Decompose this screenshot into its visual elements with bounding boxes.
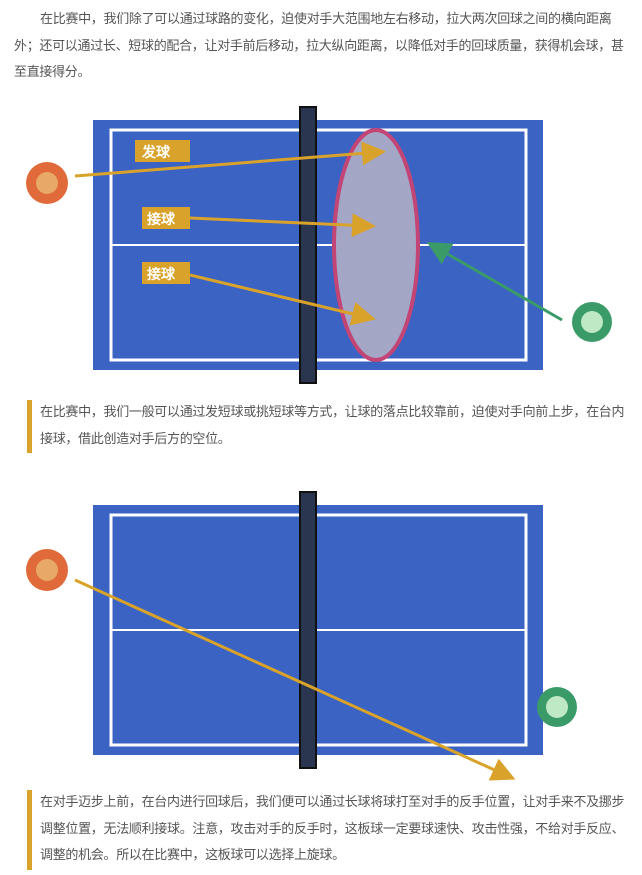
quote-1: 在比赛中，我们一般可以通过发短球或挑短球等方式，让球的落点比较靠前，迫使对手向前… — [27, 400, 630, 453]
long-ball-arrow — [74, 578, 516, 781]
net — [299, 106, 317, 384]
landing-zone — [332, 128, 420, 362]
receive-arrow-2 — [189, 273, 376, 326]
diagram-long-ball — [26, 491, 577, 781]
return-arrow — [426, 242, 563, 322]
quote-2: 在对手迈步上前，在台内进行回球后，我们便可以通过长球将球打至对手的反手位置，让对… — [27, 790, 630, 870]
label-serve: 发球 — [141, 144, 171, 161]
diagram-short-ball: 发球 接球 接球 — [26, 106, 612, 384]
serve-arrow — [74, 141, 386, 178]
receive-arrow-1 — [189, 213, 376, 238]
label-receive-2: 接球 — [147, 266, 176, 283]
net — [299, 491, 317, 769]
intro-paragraph: 在比赛中，我们除了可以通过球路的变化，迫使对手大范围地左右移动，拉大两次回球之间… — [14, 12, 624, 80]
label-receive-1: 接球 — [147, 211, 176, 228]
